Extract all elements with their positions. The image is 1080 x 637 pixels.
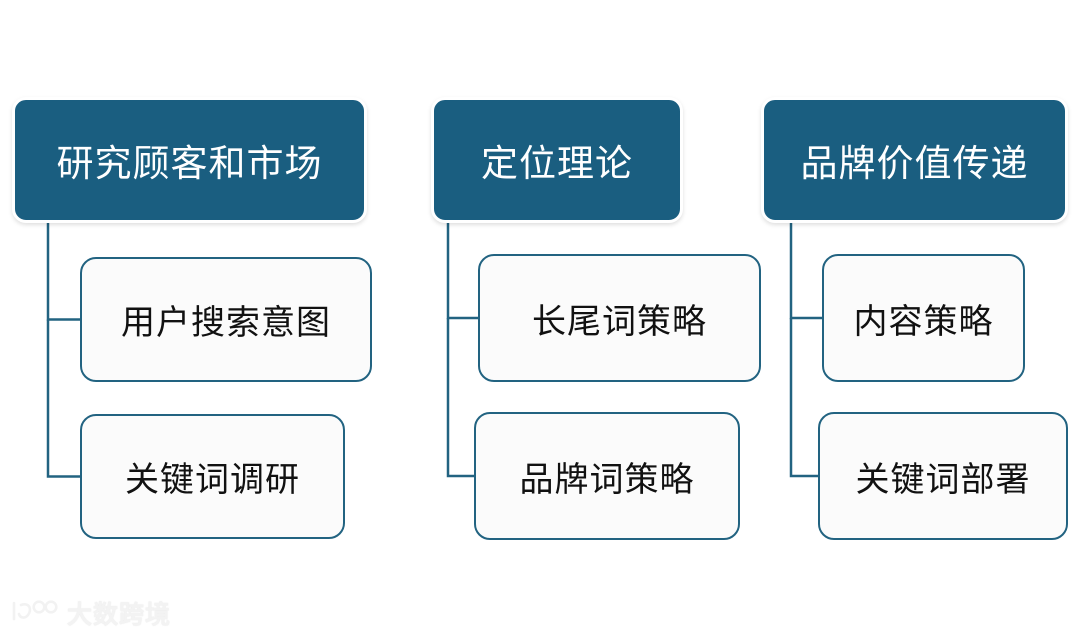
diagram-column-3: 品牌价值传递 内容策略 关键词部署 <box>750 0 1080 637</box>
child-node-label: 品牌词策略 <box>519 459 695 500</box>
child-node-column-1-item-1[interactable]: 用户搜索意图 <box>80 257 372 382</box>
child-node-column-3-item-1[interactable]: 内容策略 <box>822 254 1025 382</box>
header-node-column-3[interactable]: 品牌价值传递 <box>761 97 1068 223</box>
connector-elbow-child-1 <box>789 223 822 320</box>
connector-elbow-child-1 <box>46 223 80 321</box>
diagram-column-1: 研究顾客和市场 用户搜索意图 关键词调研 <box>0 0 400 637</box>
child-node-label: 关键词调研 <box>125 460 300 500</box>
child-node-column-2-item-1[interactable]: 长尾词策略 <box>478 254 761 382</box>
header-node-column-2[interactable]: 定位理论 <box>431 97 683 223</box>
child-node-column-1-item-2[interactable]: 关键词调研 <box>80 414 345 539</box>
header-node-label: 品牌价值传递 <box>800 142 1029 185</box>
header-node-label: 定位理论 <box>481 142 633 185</box>
child-node-column-2-item-2[interactable]: 品牌词策略 <box>474 412 740 540</box>
connector-elbow-child-2 <box>46 319 80 478</box>
child-node-label: 内容策略 <box>853 301 994 342</box>
child-node-label: 长尾词策略 <box>532 301 707 342</box>
connector-elbow-child-2 <box>789 318 818 478</box>
diagram-column-2: 定位理论 长尾词策略 品牌词策略 <box>418 0 761 637</box>
child-node-label: 用户搜索意图 <box>121 303 331 343</box>
connector-elbow-child-1 <box>446 223 478 320</box>
header-node-label: 研究顾客和市场 <box>56 142 323 185</box>
watermark-text: 大数跨境 <box>67 599 172 629</box>
dashukuajing-logo-icon <box>8 597 60 631</box>
child-node-label: 关键词部署 <box>855 459 1031 500</box>
header-node-column-1[interactable]: 研究顾客和市场 <box>12 97 367 223</box>
child-node-column-3-item-2[interactable]: 关键词部署 <box>818 412 1068 540</box>
connector-elbow-child-2 <box>446 318 474 478</box>
watermark: 大数跨境 <box>8 597 171 631</box>
